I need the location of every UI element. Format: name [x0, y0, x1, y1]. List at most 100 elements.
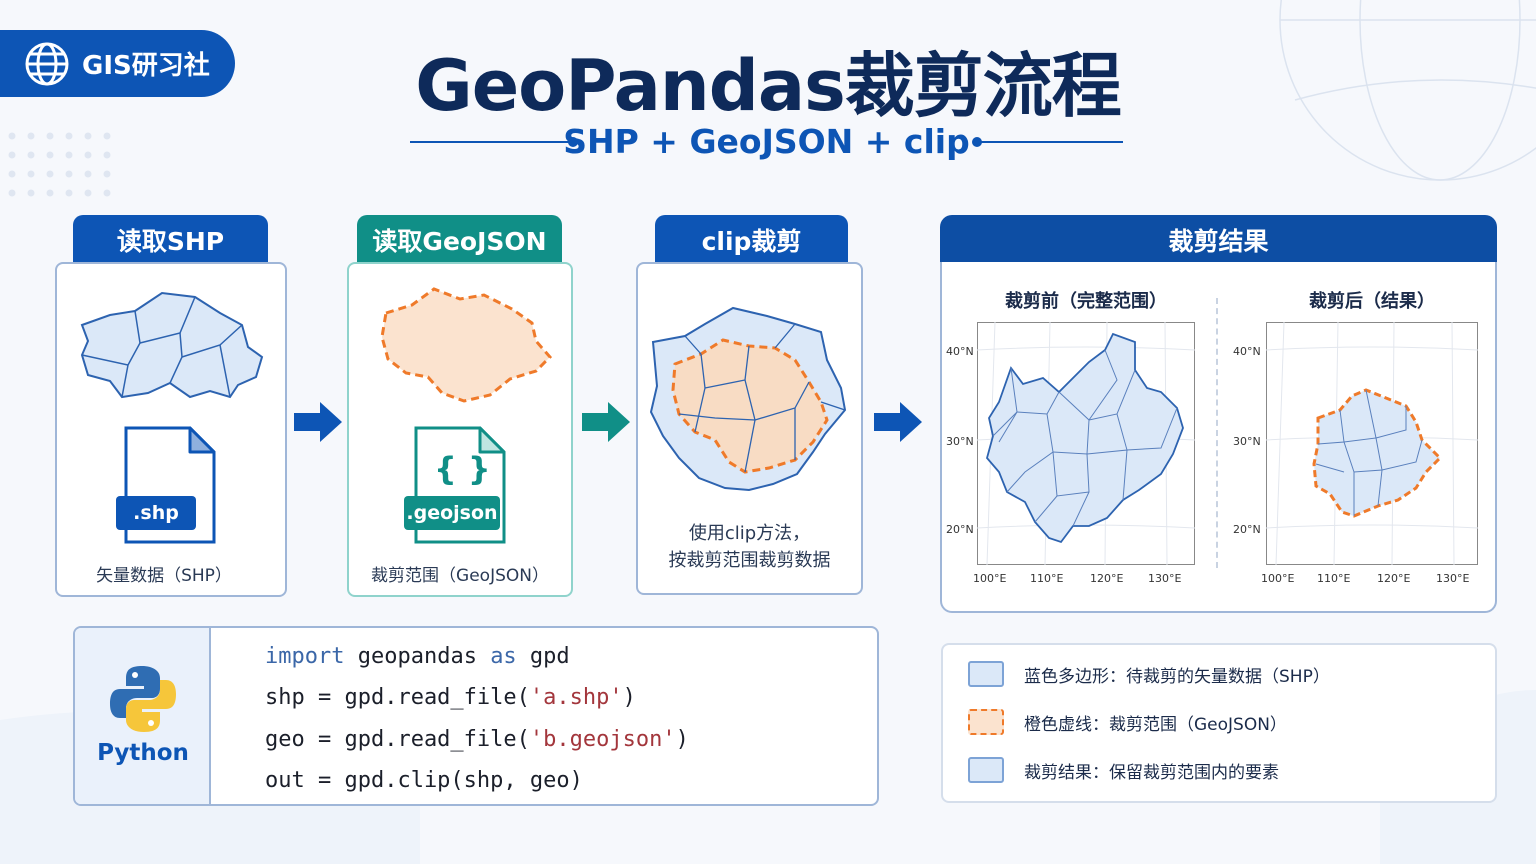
subtitle-line-left — [410, 141, 570, 143]
before-map-title: 裁剪前（完整范围） — [1005, 291, 1167, 312]
legend-swatch-blue — [968, 661, 1004, 687]
legend-item-shp: 蓝色多边形：待裁剪的矢量数据（SHP） — [968, 661, 1330, 687]
code-line-4: out = gpd.clip(shp, geo) — [265, 768, 583, 793]
after-xtick: 100°E — [1261, 572, 1295, 585]
before-xtick: 120°E — [1090, 572, 1124, 585]
decor-dot — [103, 170, 111, 178]
code-text: geo = gpd.read_file( — [265, 727, 530, 752]
after-ytick: 30°N — [1233, 435, 1261, 448]
legend-panel — [941, 643, 1497, 803]
step-caption-read-shp: 矢量数据（SHP） — [96, 566, 232, 586]
code-string: 'a.shp' — [529, 685, 623, 710]
code-line-3: geo = gpd.read_file('b.geojson') — [265, 727, 689, 752]
decor-dot — [65, 170, 73, 178]
subtitle: SHP + GeoJSON + clip — [563, 122, 970, 161]
decor-dot — [8, 170, 16, 178]
decor-dot — [103, 132, 111, 140]
step-tab-clip: clip裁剪 — [655, 215, 848, 265]
shp-polygons-illustration — [80, 291, 264, 399]
before-ytick: 40°N — [946, 345, 974, 358]
code-text: ) — [675, 727, 689, 752]
arrow-right-icon — [582, 402, 630, 442]
decor-dot — [27, 170, 35, 178]
clip-overlay-illustration — [649, 306, 847, 492]
step-caption-read-geojson: 裁剪范围（GeoJSON） — [371, 566, 549, 586]
subtitle-row: SHP + GeoJSON + clip — [410, 122, 1123, 166]
arrow-right-icon — [874, 402, 922, 442]
before-xtick: 100°E — [973, 572, 1007, 585]
step-tab-read-shp: 读取SHP — [73, 215, 268, 265]
legend-text: 橙色虚线：裁剪范围（GeoJSON） — [1024, 714, 1287, 735]
curly-braces-icon: { } — [434, 450, 491, 488]
subtitle-dot-left — [568, 137, 578, 147]
step-caption-clip: 使用clip方法， 按裁剪范围裁剪数据 — [636, 520, 863, 574]
step-caption-clip-line1: 使用clip方法， — [688, 523, 811, 544]
decor-dot — [8, 151, 16, 159]
after-ytick: 20°N — [1233, 523, 1261, 536]
decor-dot — [8, 189, 16, 197]
decor-dot — [27, 189, 35, 197]
after-map-title: 裁剪后（结果） — [1309, 291, 1435, 312]
decor-dot — [65, 189, 73, 197]
decor-dot — [103, 189, 111, 197]
file-geojson-label: .geojson — [404, 496, 500, 530]
python-logo-icon — [110, 666, 176, 732]
python-label: Python — [97, 740, 189, 766]
code-keyword: import — [265, 644, 345, 669]
decor-dot — [84, 151, 92, 159]
after-map — [1266, 322, 1478, 565]
decor-dot — [27, 132, 35, 140]
globe-icon — [25, 42, 69, 85]
result-divider — [1216, 298, 1218, 568]
before-xtick: 130°E — [1148, 572, 1182, 585]
file-shp-label: .shp — [116, 496, 196, 530]
geojson-boundary-illustration — [380, 287, 553, 403]
legend-item-result: 裁剪结果：保留裁剪范围内的要素 — [968, 757, 1279, 783]
before-map — [977, 322, 1195, 565]
legend-swatch-orange-dashed — [968, 709, 1004, 735]
legend-swatch-blue — [968, 757, 1004, 783]
legend-item-geojson: 橙色虚线：裁剪范围（GeoJSON） — [968, 709, 1287, 735]
code-text: gpd — [516, 644, 570, 669]
result-panel-title: 裁剪结果 — [940, 215, 1497, 265]
code-line-1: import geopandas as gpd — [265, 644, 570, 669]
decor-dot — [84, 132, 92, 140]
decor-dot — [46, 151, 54, 159]
before-ytick: 30°N — [946, 435, 974, 448]
code-keyword: as — [490, 644, 517, 669]
arrow-right-icon — [294, 402, 342, 442]
step-caption-clip-line2: 按裁剪范围裁剪数据 — [668, 550, 831, 571]
decor-dot — [65, 151, 73, 159]
code-string: 'b.geojson' — [529, 727, 676, 752]
before-xtick: 110°E — [1030, 572, 1064, 585]
file-shp-icon: .shp — [116, 426, 220, 546]
globe-watermark — [1279, 0, 1536, 181]
legend-text: 蓝色多边形：待裁剪的矢量数据（SHP） — [1024, 666, 1330, 687]
before-ytick: 20°N — [946, 523, 974, 536]
decor-dot — [65, 132, 73, 140]
brand-badge: GIS研习社 — [0, 30, 235, 97]
code-text: shp = gpd.read_file( — [265, 685, 530, 710]
after-xtick: 120°E — [1377, 572, 1411, 585]
legend-text: 裁剪结果：保留裁剪范围内的要素 — [1024, 762, 1279, 783]
dot-grid-decoration — [8, 132, 111, 197]
subtitle-line-right — [976, 141, 1123, 143]
decor-dot — [46, 170, 54, 178]
file-geojson-icon: { } .geojson — [404, 426, 510, 546]
step-tab-read-geojson: 读取GeoJSON — [357, 215, 562, 265]
after-xtick: 130°E — [1436, 572, 1470, 585]
decor-dot — [46, 189, 54, 197]
code-text: ) — [622, 685, 636, 710]
decor-dot — [103, 151, 111, 159]
page-title: GeoPandas裁剪流程 — [415, 45, 1122, 127]
code-text: geopandas — [344, 644, 491, 669]
decor-dot — [84, 189, 92, 197]
decor-dot — [46, 132, 54, 140]
decor-dot — [27, 151, 35, 159]
after-xtick: 110°E — [1317, 572, 1351, 585]
brand-name: GIS研习社 — [82, 51, 210, 81]
after-ytick: 40°N — [1233, 345, 1261, 358]
decor-dot — [84, 170, 92, 178]
code-line-2: shp = gpd.read_file('a.shp') — [265, 685, 636, 710]
decor-dot — [8, 132, 16, 140]
